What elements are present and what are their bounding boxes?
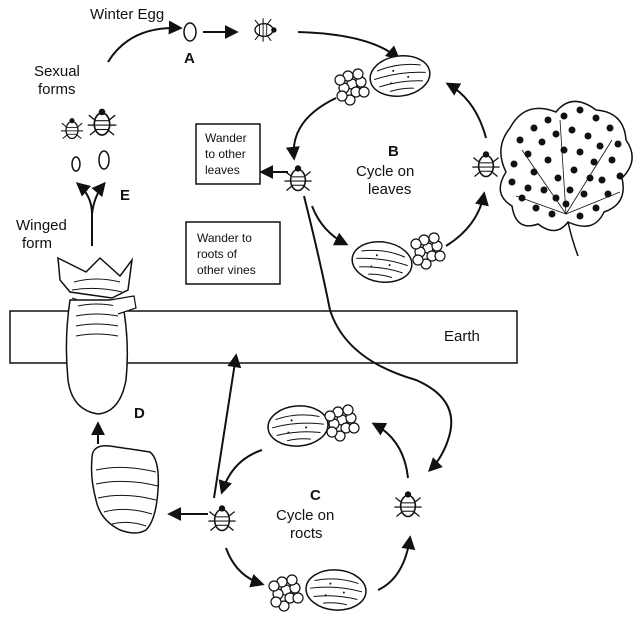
sexual-form-male-icon (60, 117, 84, 140)
sexual-forms-label-line2: forms (38, 81, 76, 98)
root-cycle-nymph-right-icon (393, 490, 423, 518)
cycle-roots-label-line2: rocts (290, 525, 323, 542)
letter-d-label: D (134, 405, 145, 422)
wander-roots-label-line3: other vines (197, 263, 256, 277)
leaf-cycle-arc-left-bottom (311, 205, 349, 246)
root-egg-cluster-bottom-icon (268, 574, 304, 612)
wander-leaves-label-line1: Wander (205, 131, 247, 145)
leaf-egg-cluster-top-icon (334, 68, 370, 106)
hatching-nymph-icon (254, 17, 278, 43)
root-cycle-arc-left-top (218, 449, 263, 495)
sexual-form-female-icon (86, 107, 118, 136)
winged-form-icon (57, 256, 137, 415)
winter-egg-icon (183, 22, 197, 42)
root-gall-adult-top-icon (265, 403, 331, 449)
wander-roots-label-line1: Wander to (197, 231, 252, 245)
root-cycle-arc-right-bottom (377, 535, 416, 591)
leaf-gall-adult-top-icon (366, 51, 434, 101)
leaf-egg-cluster-bottom-icon (410, 232, 446, 270)
arrow-leaves-to-roots (303, 195, 453, 472)
winter-egg-label: Winter Egg (90, 6, 164, 23)
wander-leaves-label-line2: to other (205, 147, 246, 161)
sexual-egg-large-icon (98, 150, 110, 170)
wander-leaves-label-line3: leaves (205, 163, 240, 177)
leaf-cycle-arc-right-bottom (445, 191, 489, 247)
root-cycle-nymph-left-icon (207, 504, 237, 532)
arrow-nymph-to-leaf-cycle (297, 31, 401, 60)
root-cycle-arc-left-bottom (225, 547, 265, 588)
sexual-egg-small-icon (71, 156, 81, 172)
cycle-leaves-label-line1: Cycle on (356, 163, 414, 180)
arrow-to-other-vines (213, 353, 242, 499)
wander-roots-label-line2: roots of (197, 247, 238, 261)
root-gall-adult-bottom-icon (303, 567, 369, 613)
leaf-cycle-nymph-right-icon (471, 150, 501, 178)
wander-roots-box (185, 221, 281, 285)
letter-c-label: C (310, 487, 321, 504)
leaf-cycle-arc-left-top (285, 97, 337, 161)
root-egg-cluster-top-icon (324, 404, 360, 442)
root-nymph-large-icon (90, 445, 160, 534)
wander-leaves-box (195, 123, 261, 185)
root-cycle-arc-right-top (371, 422, 409, 479)
letter-a-label: A (184, 50, 195, 67)
winged-form-label-line1: Winged (16, 217, 67, 234)
arrow-sexual-to-egg (107, 20, 183, 63)
leaf-gall-adult-bottom-icon (348, 237, 416, 287)
grape-leaf-icon (499, 100, 633, 257)
leaf-cycle-nymph-left-icon (283, 164, 313, 192)
cycle-leaves-label-line2: leaves (368, 181, 411, 198)
earth-label: Earth (444, 328, 480, 345)
leaf-cycle-arc-right-top (445, 82, 487, 139)
cycle-roots-label-line1: Cycle on (276, 507, 334, 524)
letter-b-label: B (388, 143, 399, 160)
arrow-winged-to-large-egg (91, 181, 106, 215)
sexual-forms-label-line1: Sexual (34, 63, 80, 80)
letter-e-label: E (120, 187, 130, 204)
arrow-winged-to-small-egg (75, 182, 93, 246)
winged-form-label-line2: form (22, 235, 52, 252)
